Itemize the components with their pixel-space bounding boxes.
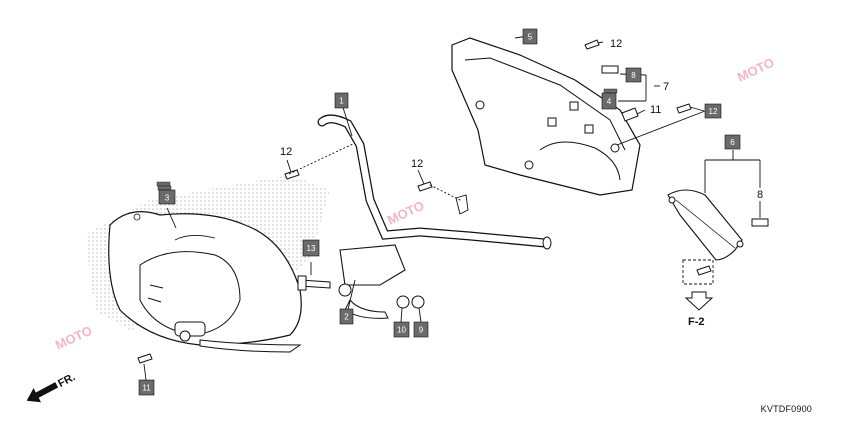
svg-text:5: 5 <box>528 33 533 42</box>
svg-text:10: 10 <box>397 326 406 335</box>
svg-text:9: 9 <box>419 326 424 335</box>
svg-text:3: 3 <box>165 194 170 203</box>
bolts <box>137 39 712 364</box>
callout-box: 2 <box>339 308 354 325</box>
callout-boxes: 1 2 3 4 5 6 8 9 10 11 13 12 <box>138 28 741 396</box>
callout-box: 8 <box>625 67 642 83</box>
callout-number: 12 <box>411 158 423 170</box>
svg-text:13: 13 <box>307 244 316 253</box>
callout-box: 1 <box>334 92 349 109</box>
callout-box: 5 <box>522 28 538 45</box>
callout-numbers: 12 12 12 7 11 8 <box>280 38 763 201</box>
diagram-code: KVTDF0900 <box>760 404 812 414</box>
callout-box: 6 <box>724 134 741 150</box>
callout-box: 12 <box>704 103 722 119</box>
callout-number: 11 <box>650 104 661 116</box>
callout-box: 3 <box>156 181 176 205</box>
callout-box: 13 <box>302 239 320 257</box>
svg-text:6: 6 <box>730 138 735 147</box>
front-direction-arrow: FR. <box>26 371 77 403</box>
watermark-text: MOTO <box>53 323 94 353</box>
callout-number: 7 <box>663 81 669 93</box>
callout-number: 8 <box>757 189 763 201</box>
callout-box: 4 <box>601 88 618 110</box>
svg-text:1: 1 <box>339 97 344 106</box>
handlebar <box>317 114 552 319</box>
svg-text:4: 4 <box>607 97 612 106</box>
rear-handlebar-cover <box>451 37 641 196</box>
leader-lines <box>143 35 761 381</box>
callout-box: 11 <box>138 379 155 396</box>
reference-arrow: F-2 <box>684 291 714 328</box>
switch-cover <box>667 189 744 261</box>
watermark-text: MOTO <box>385 198 426 228</box>
watermark-text: MOTO <box>735 55 776 85</box>
front-handlebar-cover <box>85 175 330 353</box>
reference-label: F-2 <box>688 316 705 328</box>
svg-text:8: 8 <box>631 71 636 80</box>
rubber-pad <box>601 65 619 74</box>
callout-box: 10 <box>393 321 410 338</box>
svg-text:12: 12 <box>709 107 718 116</box>
callout-number: 12 <box>280 146 292 158</box>
svg-text:11: 11 <box>142 384 151 393</box>
rubber-pad <box>751 218 769 227</box>
callout-number: 12 <box>610 38 622 50</box>
direction-label: FR. <box>56 371 77 390</box>
svg-text:2: 2 <box>344 313 349 322</box>
callout-box: 9 <box>413 321 429 338</box>
